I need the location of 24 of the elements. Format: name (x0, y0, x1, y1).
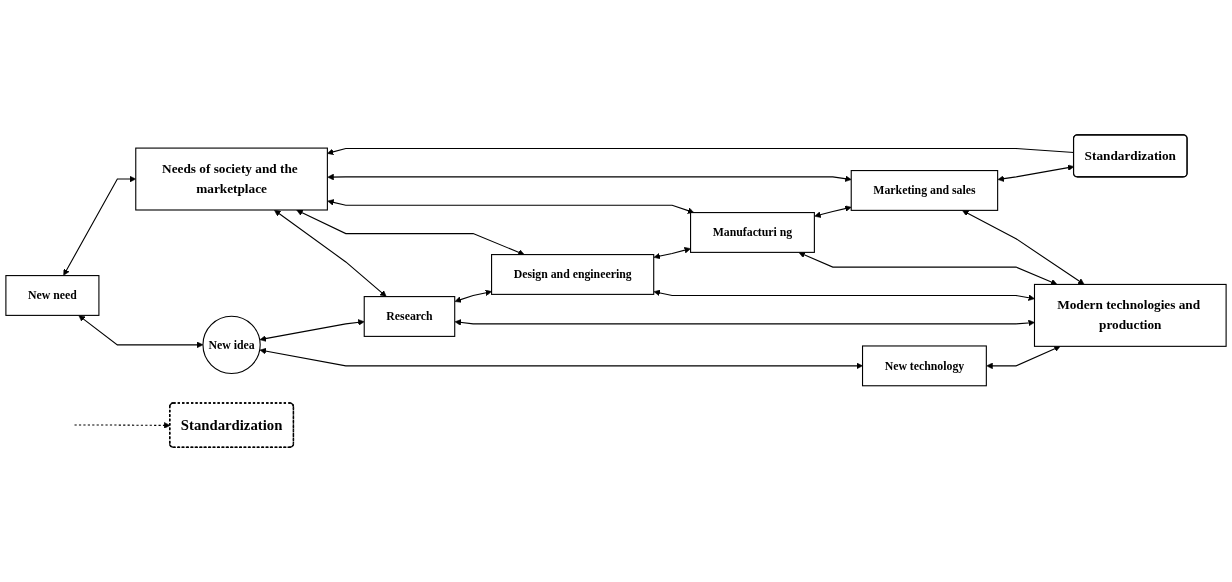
arrow (259, 319, 365, 342)
node-box: Manufacturi ng (690, 212, 815, 253)
arrow (296, 209, 525, 256)
node-box: New technology (861, 345, 987, 387)
arrow (798, 251, 1058, 286)
node-box: Modern technologies and production (1033, 283, 1227, 347)
arrow (454, 289, 492, 303)
arrow (78, 315, 204, 349)
arrow (986, 345, 1061, 370)
node-box: Research (363, 296, 456, 337)
arrow (327, 173, 852, 182)
arrow (814, 205, 852, 218)
arrow (259, 347, 863, 370)
arrow (274, 209, 387, 297)
node-box: Design and engineering (491, 254, 655, 295)
node-circle: New idea (202, 315, 261, 375)
node-box: Needs of society and the marketplace (135, 147, 328, 211)
arrow (327, 199, 695, 214)
arrow (653, 247, 691, 260)
arrow (962, 210, 1085, 285)
arrow (653, 289, 1035, 301)
arrow (454, 319, 1035, 327)
node-box: New need (5, 275, 100, 316)
node-box: Marketing and sales (850, 170, 999, 211)
